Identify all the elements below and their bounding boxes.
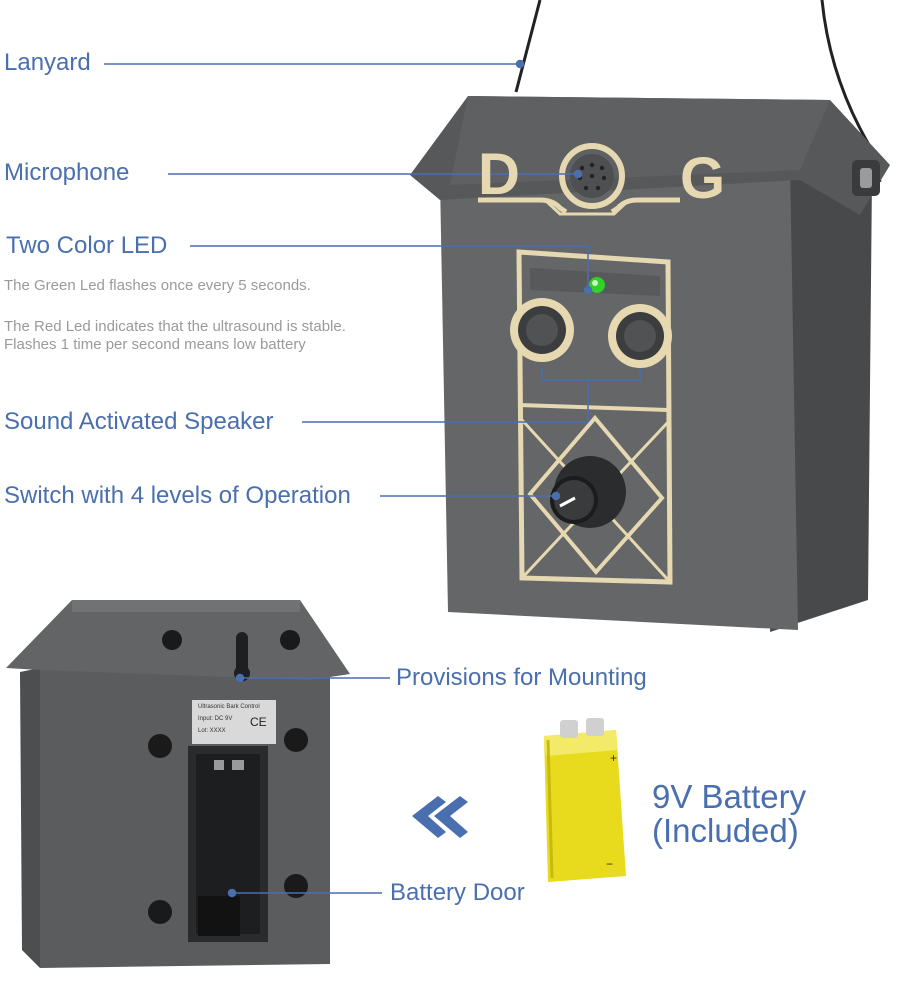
led-note-red-1: The Red Led indicates that the ultrasoun… (4, 318, 346, 335)
callout-lanyard: Lanyard (4, 49, 91, 76)
mounting-holes (148, 630, 308, 924)
sticker-line-1: Ultrasonic Bark Control (198, 704, 260, 710)
leader-lines (104, 59, 641, 898)
speaker-left (510, 298, 574, 362)
svg-text:+: + (610, 751, 617, 765)
front-device (410, 96, 890, 632)
callout-led: Two Color LED (6, 232, 168, 259)
double-chevron-left-icon (412, 796, 468, 838)
battery-label: 9V Battery (Included) (652, 780, 806, 848)
ce-mark: CE (250, 715, 267, 729)
callout-speaker: Sound Activated Speaker (4, 408, 274, 435)
callout-microphone: Microphone (4, 159, 130, 186)
speaker-right (608, 304, 672, 368)
microphone-holes (577, 162, 607, 191)
svg-text:−: − (606, 857, 613, 871)
led-note-green: The Green Led flashes once every 5 secon… (4, 277, 311, 294)
mounting-keyhole (234, 632, 250, 682)
level-switch-knob (550, 456, 626, 528)
logo-letter-d: D (478, 142, 520, 207)
logo-letter-g: G (680, 146, 726, 211)
callout-mounting: Provisions for Mounting (396, 664, 647, 691)
led-note-red-2: Flashes 1 time per second means low batt… (4, 336, 306, 353)
lanyard-cord (514, 0, 542, 93)
microphone-ring (559, 143, 625, 209)
callout-battery-door: Battery Door (390, 879, 525, 906)
battery-label-line2: (Included) (652, 812, 799, 849)
back-device (6, 600, 350, 968)
product-sticker (192, 700, 276, 744)
sticker-line-2: Input: DC 9V (198, 716, 233, 722)
battery-label-line1: 9V Battery (652, 778, 807, 815)
sticker-line-3: Lot: XXXX (198, 728, 226, 734)
callout-switch: Switch with 4 levels of Operation (4, 482, 351, 509)
nine-volt-battery: + − (544, 718, 626, 882)
